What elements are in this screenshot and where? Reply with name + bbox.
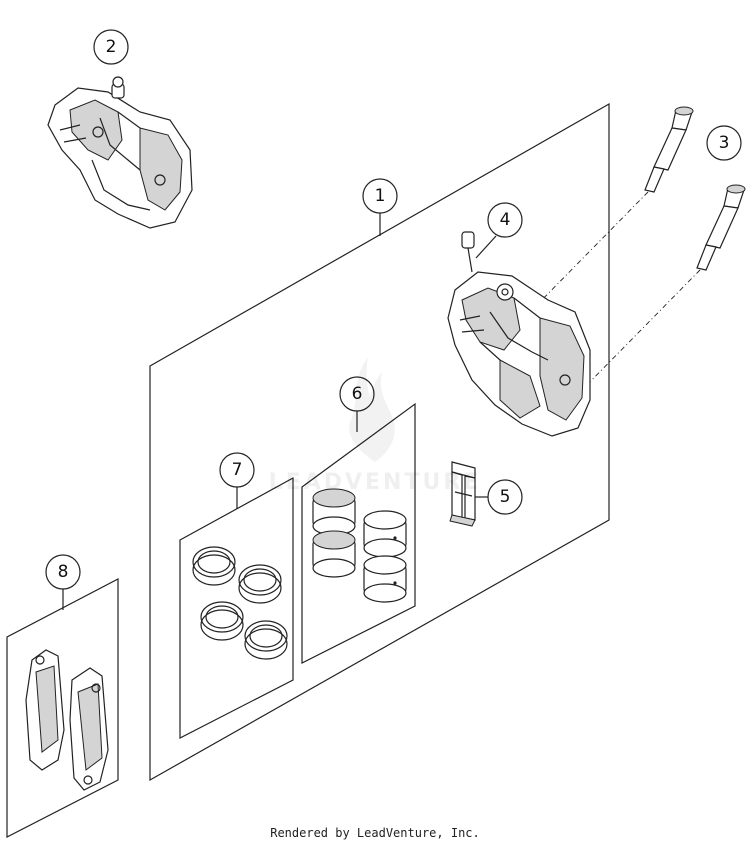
leader-4 [475, 235, 497, 259]
callout-4: 4 [487, 202, 523, 238]
caliper-4-drawing [447, 231, 591, 437]
pistons-6-drawing [312, 488, 407, 603]
callout-label-8: 8 [58, 562, 69, 582]
callout-label-4: 4 [500, 210, 511, 230]
footer-credit: Rendered by LeadVenture, Inc. [270, 826, 480, 840]
kit-panel-7 [179, 476, 294, 739]
callout-label-3: 3 [719, 133, 730, 153]
kit-panel-1 [149, 102, 610, 782]
callout-5: 5 [487, 479, 523, 515]
callout-6: 6 [339, 376, 375, 412]
callout-2: 2 [93, 29, 129, 65]
bolt-3b-drawing [696, 184, 746, 271]
callout-8: 8 [45, 554, 81, 590]
bolt-path-b [579, 269, 701, 393]
callout-label-5: 5 [500, 487, 511, 507]
kit-panel-8 [6, 578, 119, 838]
callout-1: 1 [362, 178, 398, 214]
clip-5-drawing [449, 461, 476, 527]
callout-3: 3 [706, 125, 742, 161]
bolt-path-a [529, 191, 649, 313]
caliper-2-drawing [47, 76, 193, 229]
callout-label-2: 2 [106, 37, 117, 57]
callout-label-7: 7 [232, 460, 243, 480]
callout-label-6: 6 [352, 384, 363, 404]
seals-7-drawing [192, 546, 288, 660]
kit-panel-6 [301, 402, 416, 664]
callout-label-1: 1 [375, 186, 386, 206]
callout-7: 7 [219, 452, 255, 488]
bolt-3a-drawing [644, 106, 694, 193]
brake-pads-8-drawing [25, 649, 109, 791]
